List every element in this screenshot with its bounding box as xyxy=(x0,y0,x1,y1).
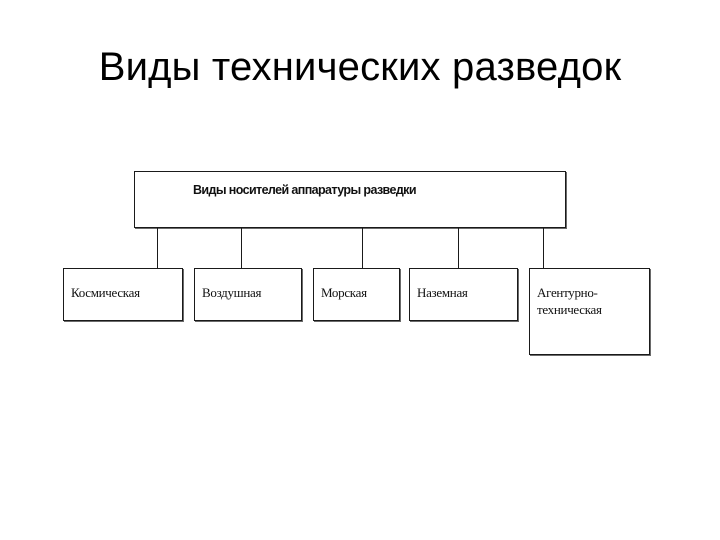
child-node-label: Агентурно-техническая xyxy=(537,285,602,317)
child-node-label: Морская xyxy=(321,285,367,300)
child-node-air: Воздушная xyxy=(194,268,302,321)
connector-line xyxy=(362,228,363,268)
child-node-label: Наземная xyxy=(417,285,468,300)
connector-line xyxy=(543,228,544,268)
child-node-label: Воздушная xyxy=(202,285,262,300)
child-node-label: Космическая xyxy=(71,285,140,300)
connector-line xyxy=(458,228,459,268)
connector-line xyxy=(157,228,158,268)
child-node-sea: Морская xyxy=(313,268,400,321)
child-node-agent-technical: Агентурно-техническая xyxy=(529,268,650,355)
connector-line xyxy=(241,228,242,268)
slide-title: Виды технических разведок xyxy=(98,45,622,89)
child-node-space: Космическая xyxy=(63,268,183,321)
root-node-label: Виды носителей аппаратуры разведки xyxy=(193,183,417,197)
root-node: Виды носителей аппаратуры разведки xyxy=(134,171,566,228)
child-node-ground: Наземная xyxy=(409,268,518,321)
